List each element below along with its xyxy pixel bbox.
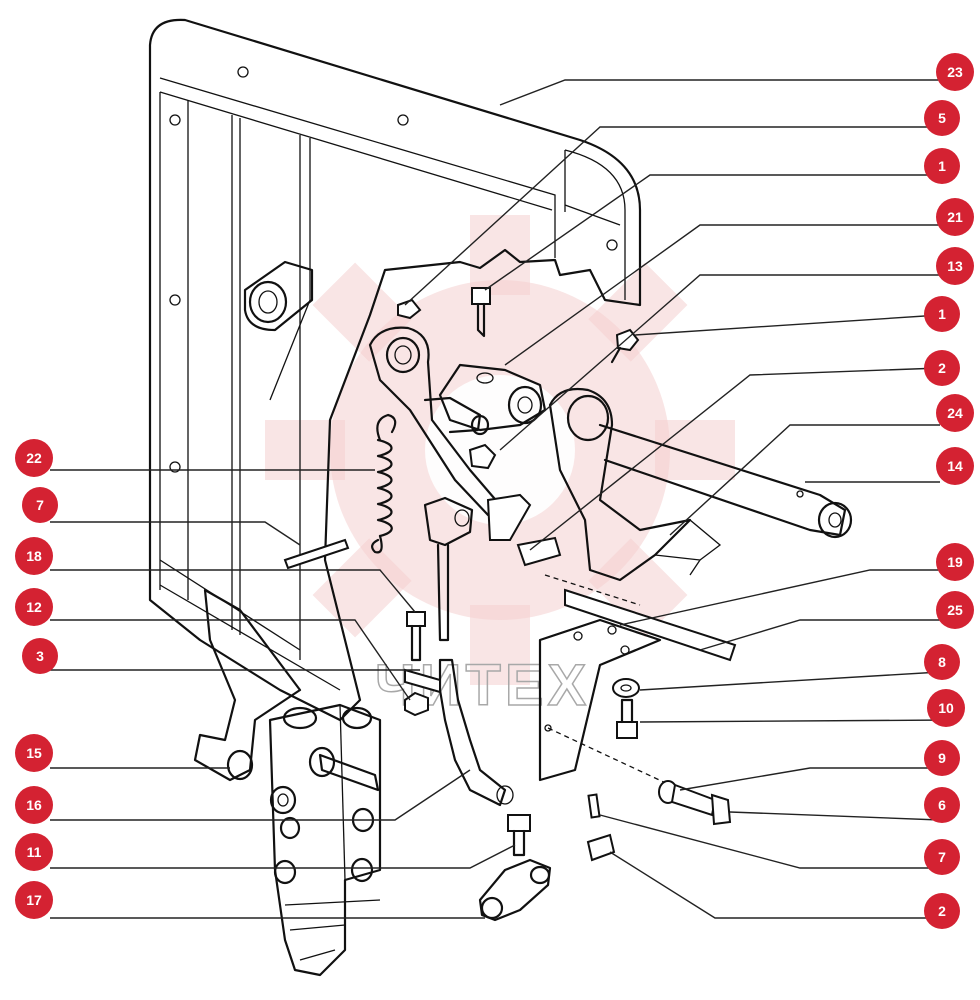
badge-circle xyxy=(15,881,53,919)
badge-circle xyxy=(936,53,974,91)
badge-label: 18 xyxy=(26,548,42,564)
badge-circle xyxy=(927,689,965,727)
badge-circle xyxy=(924,100,960,136)
badge-circle xyxy=(924,740,960,776)
callout-badge: 2 xyxy=(924,893,960,929)
callout-badge: 2 xyxy=(924,350,960,386)
callout-badge: 17 xyxy=(15,881,53,919)
pedal-lever xyxy=(548,387,722,582)
small-bolt xyxy=(610,328,640,364)
callout-badge: 18 xyxy=(15,537,53,575)
callout-badge: 13 xyxy=(936,247,974,285)
badge-label: 24 xyxy=(947,405,963,421)
cam-piece xyxy=(486,493,562,567)
angle-bracket xyxy=(538,618,671,786)
badge-circle xyxy=(936,447,974,485)
pin-left xyxy=(283,538,350,570)
badge-circle xyxy=(924,296,960,332)
clamp-assembly xyxy=(478,814,552,922)
callout-badge: 21 xyxy=(936,198,974,236)
badge-label: 15 xyxy=(26,745,42,761)
bracket-arm xyxy=(193,588,302,782)
callout-badge: 22 xyxy=(15,439,53,477)
callout-badge: 19 xyxy=(936,543,974,581)
badge-label: 23 xyxy=(947,64,963,80)
badge-circle xyxy=(924,644,960,680)
badge-circle xyxy=(924,148,960,184)
badge-circle xyxy=(15,734,53,772)
badge-circle xyxy=(936,394,974,432)
flat-strip xyxy=(544,574,737,662)
badge-label: 8 xyxy=(938,654,946,670)
callout-badge: 14 xyxy=(936,447,974,485)
badge-label: 5 xyxy=(938,110,946,126)
badge-label: 12 xyxy=(26,599,42,615)
valve-housing xyxy=(268,703,382,977)
bolt-nut-set xyxy=(404,611,441,717)
badge-label: 9 xyxy=(938,750,946,766)
badge-label: 16 xyxy=(26,797,42,813)
callout-badge: 16 xyxy=(15,786,53,824)
callout-badge: 9 xyxy=(924,740,960,776)
callout-badge: 5 xyxy=(924,100,960,136)
small-hardware xyxy=(586,678,732,862)
callout-badge: 6 xyxy=(924,787,960,823)
callout-badge: 11 xyxy=(15,833,53,871)
badge-label: 21 xyxy=(947,209,963,225)
badge-label: 13 xyxy=(947,258,963,274)
badge-circle xyxy=(936,247,974,285)
badge-label: 1 xyxy=(938,306,946,322)
badge-label: 1 xyxy=(938,158,946,174)
badge-circle xyxy=(924,893,960,929)
callout-badge: 25 xyxy=(936,591,974,629)
badge-label: 10 xyxy=(938,700,954,716)
shaft xyxy=(598,423,853,539)
badge-circle xyxy=(15,833,53,871)
support-frame xyxy=(148,18,642,722)
badge-label: 6 xyxy=(938,797,946,813)
badge-circle xyxy=(15,537,53,575)
badge-label: 7 xyxy=(36,497,44,513)
callout-badge: 7 xyxy=(22,487,58,523)
callout-badge: 3 xyxy=(22,638,58,674)
badge-circle xyxy=(924,350,960,386)
callout-badge: 7 xyxy=(924,839,960,875)
badge-circle xyxy=(924,787,960,823)
callout-badge: 12 xyxy=(15,588,53,626)
badge-label: 2 xyxy=(938,903,946,919)
callout-badge: 1 xyxy=(924,296,960,332)
badge-circle xyxy=(22,487,58,523)
badge-circle xyxy=(15,439,53,477)
badge-label: 22 xyxy=(26,450,42,466)
callout-badge: 8 xyxy=(924,644,960,680)
bolt-top xyxy=(471,287,491,338)
badge-label: 17 xyxy=(26,892,42,908)
connecting-rod xyxy=(423,496,514,807)
badge-circle xyxy=(15,786,53,824)
callout-badge: 24 xyxy=(936,394,974,432)
callouts: 23 5 1 21 13 1 2 24 14 19 25 8 10 9 6 7 … xyxy=(15,53,974,929)
badge-label: 14 xyxy=(947,458,963,474)
callout-badge: 23 xyxy=(936,53,974,91)
badge-circle xyxy=(936,543,974,581)
callout-badge: 10 xyxy=(927,689,965,727)
badge-label: 3 xyxy=(36,648,44,664)
badge-label: 7 xyxy=(938,849,946,865)
callout-badge: 1 xyxy=(924,148,960,184)
badge-circle xyxy=(22,638,58,674)
badge-circle xyxy=(936,591,974,629)
leader-lines xyxy=(50,79,961,919)
callout-badge: 15 xyxy=(15,734,53,772)
badge-label: 25 xyxy=(947,602,963,618)
badge-circle xyxy=(924,839,960,875)
badge-circle xyxy=(15,588,53,626)
tension-spring xyxy=(371,413,397,554)
watermark: ЧИТЕХ xyxy=(265,215,735,719)
badge-label: 19 xyxy=(947,554,963,570)
badge-label: 11 xyxy=(27,844,42,860)
badge-circle xyxy=(936,198,974,236)
badge-label: 2 xyxy=(938,360,946,376)
